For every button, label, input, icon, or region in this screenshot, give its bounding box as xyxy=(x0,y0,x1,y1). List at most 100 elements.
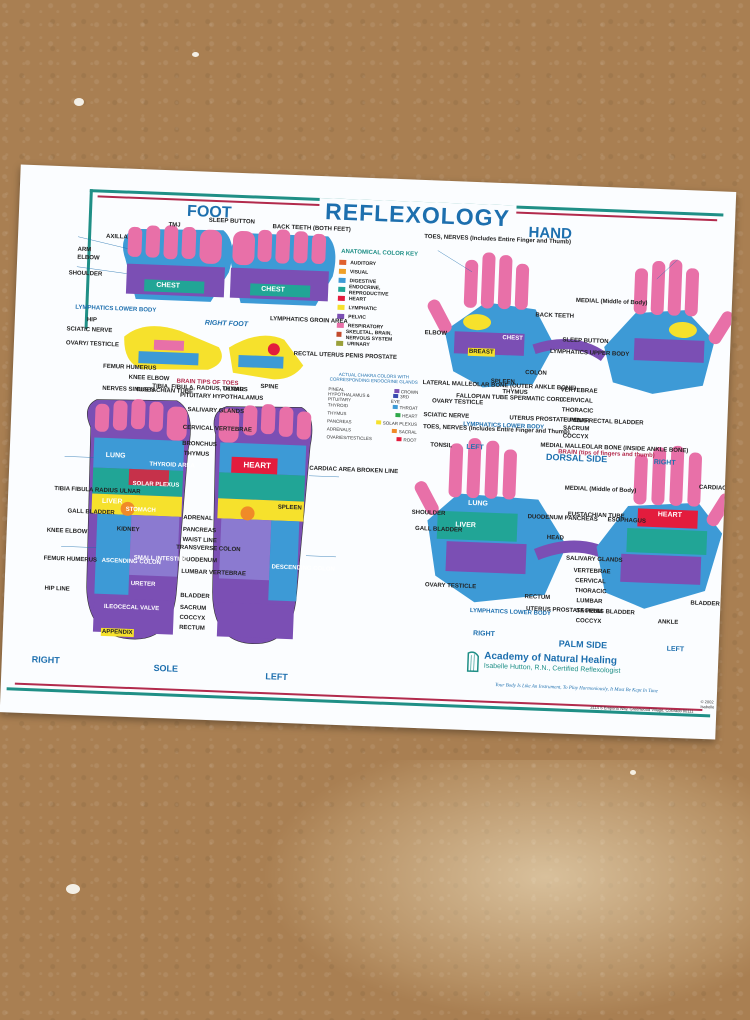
chakra-gland: ADRENALS xyxy=(326,425,352,432)
harp-icon xyxy=(466,651,479,673)
hand-palm-left xyxy=(414,438,620,603)
label-cervical-palm: CERVICAL xyxy=(575,578,606,586)
label-bladder: BLADDER xyxy=(180,592,210,601)
label-ureter-r: URETER xyxy=(130,580,156,588)
label-adrenal: ADRENAL xyxy=(183,514,213,523)
label-lumbar-palm: LUMBAR xyxy=(576,598,603,606)
label-rectum: RECTUM xyxy=(178,624,205,632)
label-elbow: ELBOW xyxy=(77,254,100,262)
foot-side-views xyxy=(124,326,304,380)
foot-top-left xyxy=(229,229,336,306)
label-bronchus: BRONCHUS xyxy=(182,440,217,449)
label-chest-hand: CHEST xyxy=(502,335,523,342)
label-liver: LIVER xyxy=(101,497,123,506)
key-label: LYMPHATIC xyxy=(348,304,377,312)
label-foot-left: LEFT xyxy=(265,671,288,683)
label-shoulder-hand: SHOULDER xyxy=(411,509,446,518)
label-liver-hand: LIVER xyxy=(455,521,477,530)
label-palm-side: PALM SIDE xyxy=(558,638,608,651)
floor-speck xyxy=(74,98,84,106)
chakra-name: SOLAR PLEXUS xyxy=(382,420,418,427)
label-chest-left: CHEST xyxy=(261,285,286,294)
label-ankle-palm: ANKLE xyxy=(657,619,679,627)
reflexology-poster: REFLEXOLOGY FOOT HAND xyxy=(0,164,737,740)
leader-lines xyxy=(61,236,678,558)
label-heart-hand: HEART xyxy=(657,511,683,520)
key-label: VISUAL xyxy=(349,268,369,276)
key-swatch xyxy=(338,268,347,275)
chakra-key-title: ACTUAL CHAKRA COLORS WITH CORRESPONDING … xyxy=(329,371,418,385)
key-label: AUDITORY xyxy=(350,259,377,267)
foot-sole-right xyxy=(86,399,191,640)
label-cervical-dorsal: CERVICAL xyxy=(562,397,593,405)
label-breast: BREAST xyxy=(467,347,495,358)
label-foot-sole: SOLE xyxy=(153,662,179,674)
key-swatch xyxy=(337,295,345,301)
label-lung: LUNG xyxy=(105,451,126,460)
key-swatch xyxy=(338,286,346,292)
hand-dorsal-right xyxy=(604,259,735,394)
chakra-gland: PANCREAS xyxy=(327,417,352,424)
chakra-color-key: ACTUAL CHAKRA COLORS WITH CORRESPONDING … xyxy=(326,371,419,443)
label-bladder-palm: BLADDER xyxy=(690,600,720,608)
hand-dorsal-left xyxy=(427,252,607,388)
chakra-gland: THYMUS xyxy=(327,409,347,416)
label-arm: ARM xyxy=(77,246,92,254)
label-coccyx: COCCYX xyxy=(179,614,206,622)
label-coccyx-palm: COCCYX xyxy=(575,618,602,626)
label-tmj: TMJ xyxy=(168,222,181,229)
reflexology-illustrations xyxy=(61,225,735,645)
label-dorsal-left: LEFT xyxy=(466,443,484,452)
floor-speck xyxy=(630,770,636,775)
copyright-notice: © 2002 Isabelle xyxy=(700,698,715,710)
hand-palm-right xyxy=(596,445,733,609)
chakra-gland: THYROID xyxy=(327,401,349,408)
chakra-name: ROOT xyxy=(403,436,417,443)
floor-speck xyxy=(192,52,199,57)
label-thymus-top: THYMUS xyxy=(222,386,248,394)
label-palm-left: LEFT xyxy=(666,645,685,654)
label-appendix: APPENDIX xyxy=(100,627,134,638)
label-thoracic-dorsal: THORACIC xyxy=(561,407,594,415)
chakra-name: THROAT xyxy=(399,404,418,411)
foot-top-right xyxy=(123,225,233,302)
label-sacrum: SACRUM xyxy=(179,604,207,612)
label-lung-hand: LUNG xyxy=(467,499,489,508)
label-thoracic-palm: THORACIC xyxy=(574,588,607,596)
label-rectum-palm: RECTUM xyxy=(524,594,551,602)
label-pancreas: PANCREAS xyxy=(182,526,217,535)
sunlight-patch xyxy=(260,760,750,1020)
label-thymus-sole: THYMUS xyxy=(183,450,210,458)
label-axilla: AXILLA xyxy=(105,233,128,241)
label-spine: SPINE xyxy=(260,383,279,391)
label-foot-right: RIGHT xyxy=(31,654,60,666)
label-spleen: SPLEEN xyxy=(277,504,302,512)
key-label: PELVIC xyxy=(348,313,366,321)
label-heart-sole: HEART xyxy=(243,460,272,471)
key-swatch xyxy=(337,304,345,310)
label-palm-right: RIGHT xyxy=(472,630,496,639)
key-swatch xyxy=(336,340,344,346)
floor-speck xyxy=(66,884,80,894)
label-tonsil: TONSIL xyxy=(430,442,453,450)
label-chest-right: CHEST xyxy=(156,281,181,290)
key-label: HEART xyxy=(348,295,367,303)
label-hip: HIP xyxy=(86,317,97,324)
label-shoulder: SHOULDER xyxy=(68,270,103,278)
label-kidney: KIDNEY xyxy=(116,526,140,534)
label-head-hand: HEAD xyxy=(546,534,564,542)
label-waist-line: WAIST LINE xyxy=(182,536,217,545)
key-label: URINARY xyxy=(347,340,370,348)
anatomical-color-key: ANATOMICAL COLOR KEY AUDITORY VISUAL DIG… xyxy=(336,249,420,351)
key-swatch xyxy=(338,277,346,284)
chakra-name: HEART xyxy=(402,412,418,419)
foot-sole-left xyxy=(212,404,313,645)
chakra-gland: OVARIES/TESTICLES xyxy=(326,433,373,441)
label-elbow-hand: ELBOW xyxy=(424,330,448,337)
key-swatch xyxy=(336,331,342,337)
label-colon-hand: COLON xyxy=(525,369,547,377)
label-stomach-r: STOMACH xyxy=(125,506,156,514)
label-dorsal-right: RIGHT xyxy=(653,458,676,467)
chakra-name: SACRAL xyxy=(398,428,417,435)
key-swatch xyxy=(339,259,347,266)
